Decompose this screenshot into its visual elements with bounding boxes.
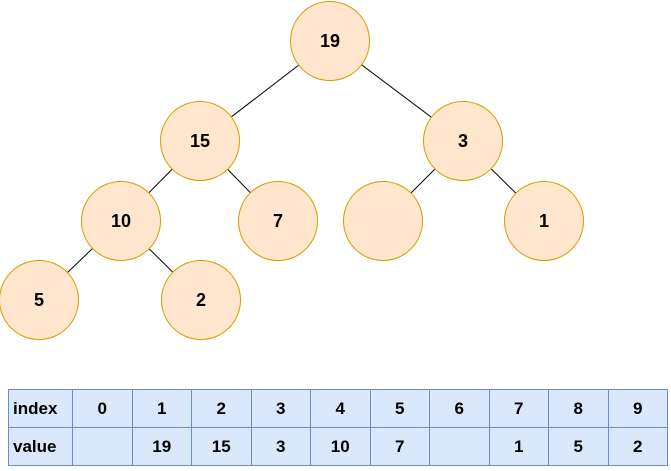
tree-node-5: 5 xyxy=(0,260,79,340)
index-cell-8: 8 xyxy=(548,389,609,428)
index-cell-5: 5 xyxy=(369,389,430,428)
index-cell-6: 6 xyxy=(429,389,490,428)
node-value-label: 7 xyxy=(272,211,283,231)
heap-array-table: index 0 1 2 3 4 5 6 7 8 9 value 19 15 3 … xyxy=(8,389,668,466)
tree-node-19: 19 xyxy=(290,1,370,81)
node-value-label: 10 xyxy=(110,211,132,231)
index-cell-9: 9 xyxy=(607,389,668,428)
value-cell-8: 5 xyxy=(548,427,609,466)
index-cell-3: 3 xyxy=(250,389,311,428)
tree-node-1: 1 xyxy=(504,181,584,261)
tree-node-empty xyxy=(343,181,423,261)
value-cell-5: 7 xyxy=(369,427,430,466)
node-value-label: 2 xyxy=(195,290,206,310)
index-cell-1: 1 xyxy=(131,389,192,428)
value-cell-1: 19 xyxy=(131,427,192,466)
index-cell-2: 2 xyxy=(191,389,252,428)
value-cell-9: 2 xyxy=(607,427,668,466)
node-value-label: 5 xyxy=(33,290,44,310)
tree-node-15: 15 xyxy=(160,101,240,181)
value-row-header: value xyxy=(8,427,73,466)
index-cell-7: 7 xyxy=(488,389,549,428)
node-value-label: 15 xyxy=(189,131,211,151)
tree-node-3: 3 xyxy=(423,101,503,181)
index-row-header: index xyxy=(8,389,73,428)
index-cell-0: 0 xyxy=(72,389,133,428)
value-cell-2: 15 xyxy=(191,427,252,466)
value-row: value 19 15 3 10 7 1 5 2 xyxy=(8,427,668,466)
tree-node-10: 10 xyxy=(81,181,161,261)
tree-node-7: 7 xyxy=(238,181,318,261)
index-cell-4: 4 xyxy=(310,389,371,428)
value-cell-0 xyxy=(72,427,133,466)
node-value-label: 3 xyxy=(457,131,468,151)
value-cell-4: 10 xyxy=(310,427,371,466)
index-row: index 0 1 2 3 4 5 6 7 8 9 xyxy=(8,389,668,428)
value-cell-6 xyxy=(429,427,490,466)
value-cell-3: 3 xyxy=(250,427,311,466)
value-cell-7: 1 xyxy=(488,427,549,466)
node-value-label: 1 xyxy=(538,211,549,231)
node-value-label: 19 xyxy=(319,31,341,51)
tree-node-2: 2 xyxy=(161,260,241,340)
